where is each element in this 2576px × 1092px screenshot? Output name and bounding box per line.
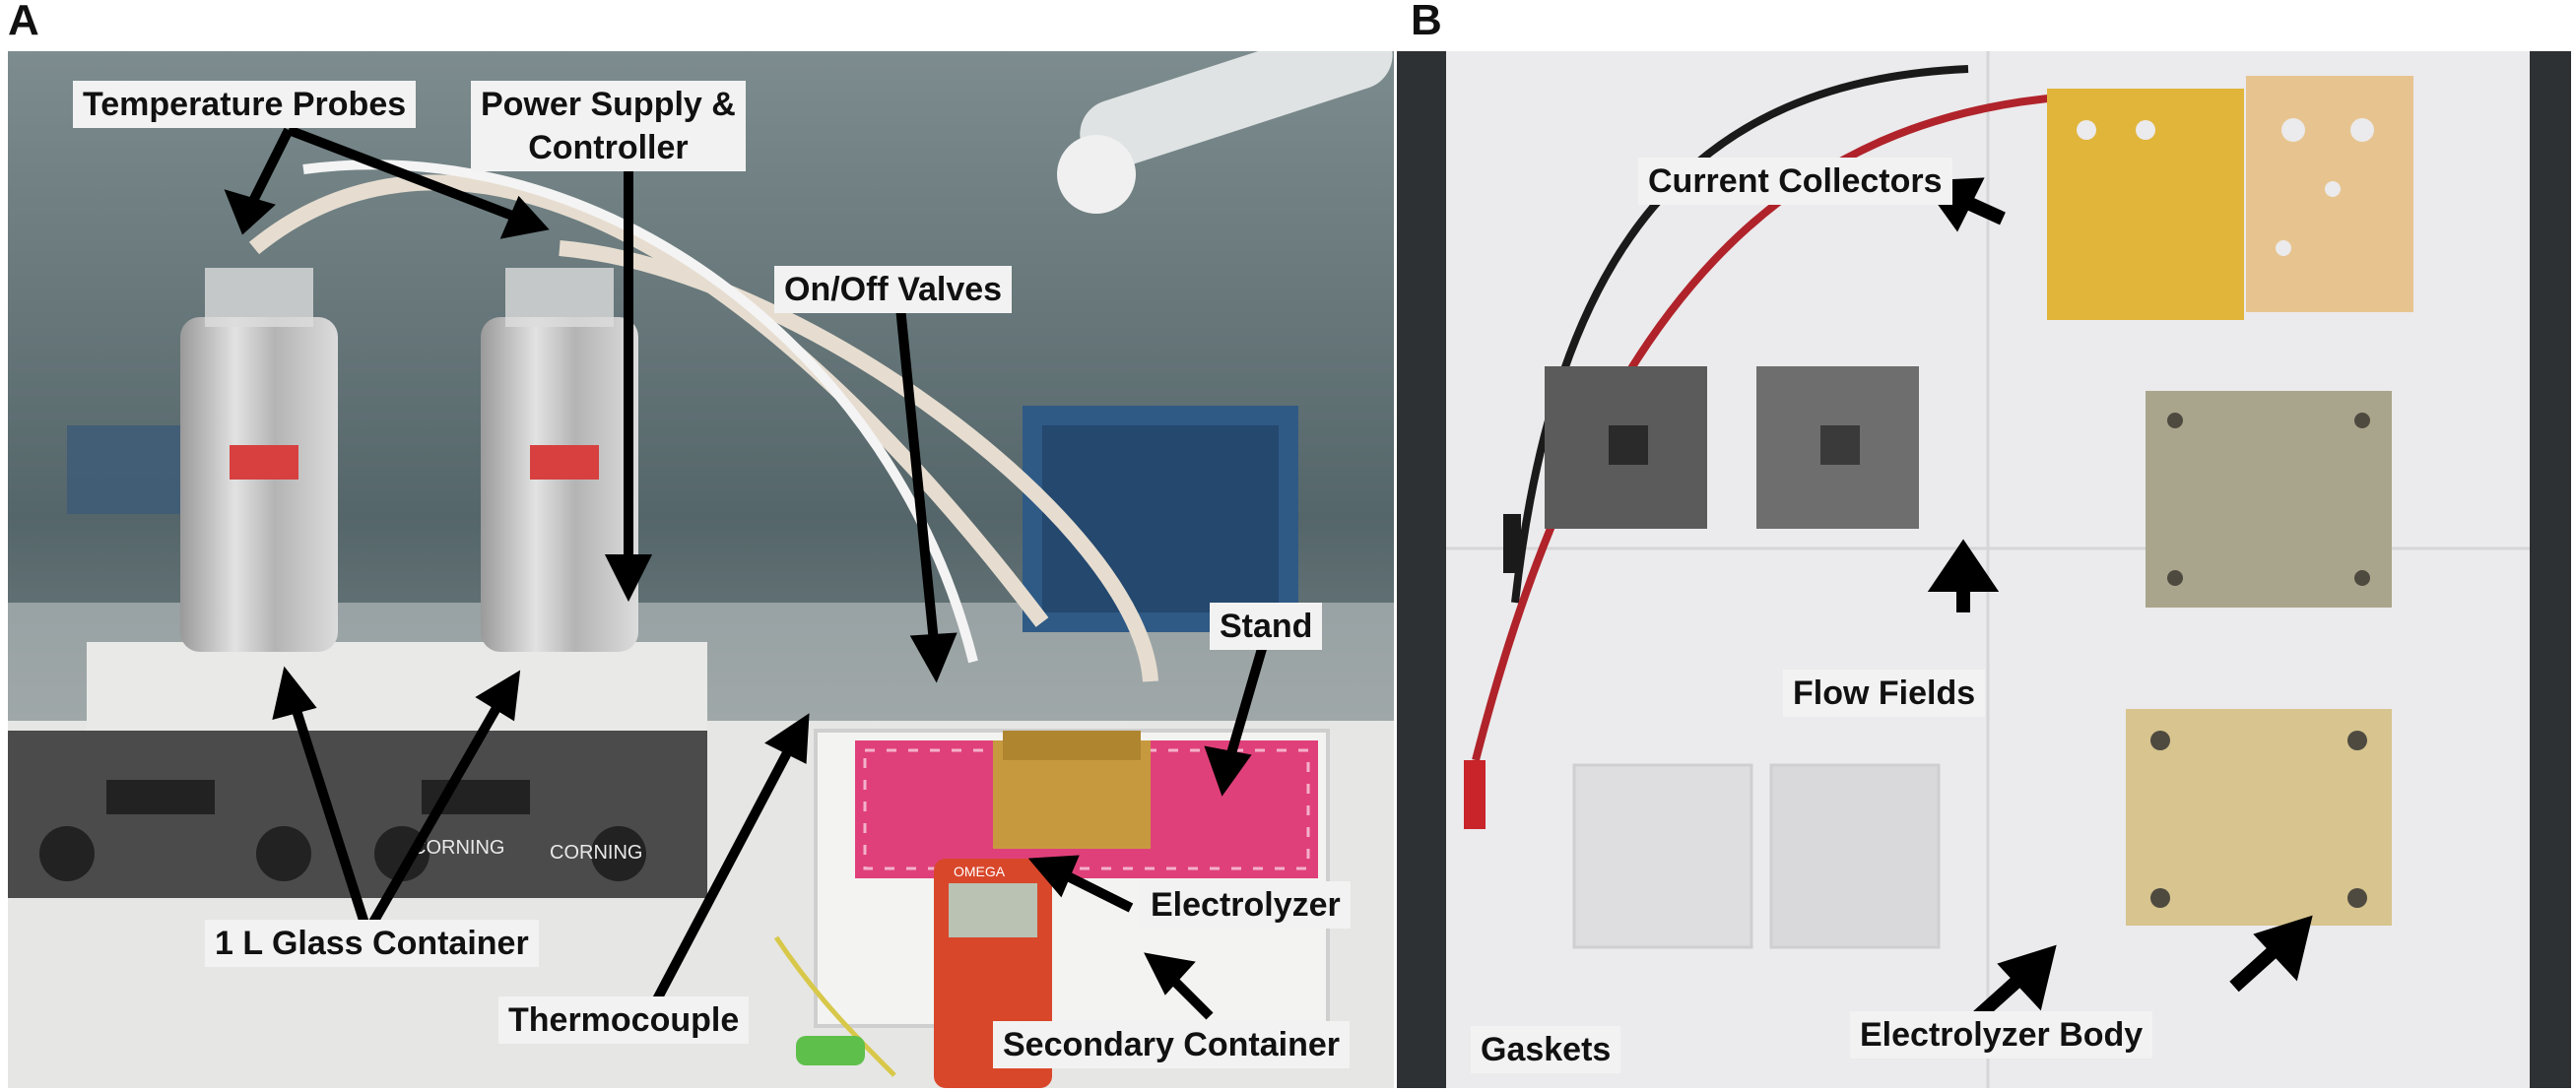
label-electrolyzer-body: Electrolyzer Body [1850, 1011, 2153, 1059]
panel-b-arrows [1920, 177, 2313, 1022]
hotplate-brand-2: CORNING [550, 842, 642, 864]
hotplate-brand-1: CORNING [412, 837, 504, 859]
label-electrolyzer: Electrolyzer [1141, 881, 1351, 929]
label-power-supply-controller: Power Supply & Controller [471, 81, 746, 171]
label-glass-container: 1 L Glass Container [205, 920, 539, 967]
panel-a-arrows [224, 125, 1269, 1020]
meter-brand: OMEGA [954, 864, 1006, 879]
panel-b-letter: B [1411, 0, 1442, 44]
label-secondary-container: Secondary Container [993, 1021, 1350, 1068]
panel-a-photo: CORNING CORNING OMEGA [8, 51, 1394, 1088]
label-on-off-valves: On/Off Valves [774, 266, 1013, 313]
label-current-collectors: Current Collectors [1638, 158, 1952, 205]
panel-a-letter: A [8, 0, 39, 44]
panel-b-photo: Current Collectors Flow Fields Gaskets E… [1397, 51, 2571, 1088]
label-gaskets: Gaskets [1471, 1026, 1621, 1073]
label-flow-fields: Flow Fields [1783, 670, 1986, 717]
panel-b-scene [1397, 51, 2571, 1088]
label-temperature-probes: Temperature Probes [73, 81, 417, 128]
label-thermocouple: Thermocouple [498, 996, 750, 1044]
label-stand: Stand [1210, 603, 1323, 650]
